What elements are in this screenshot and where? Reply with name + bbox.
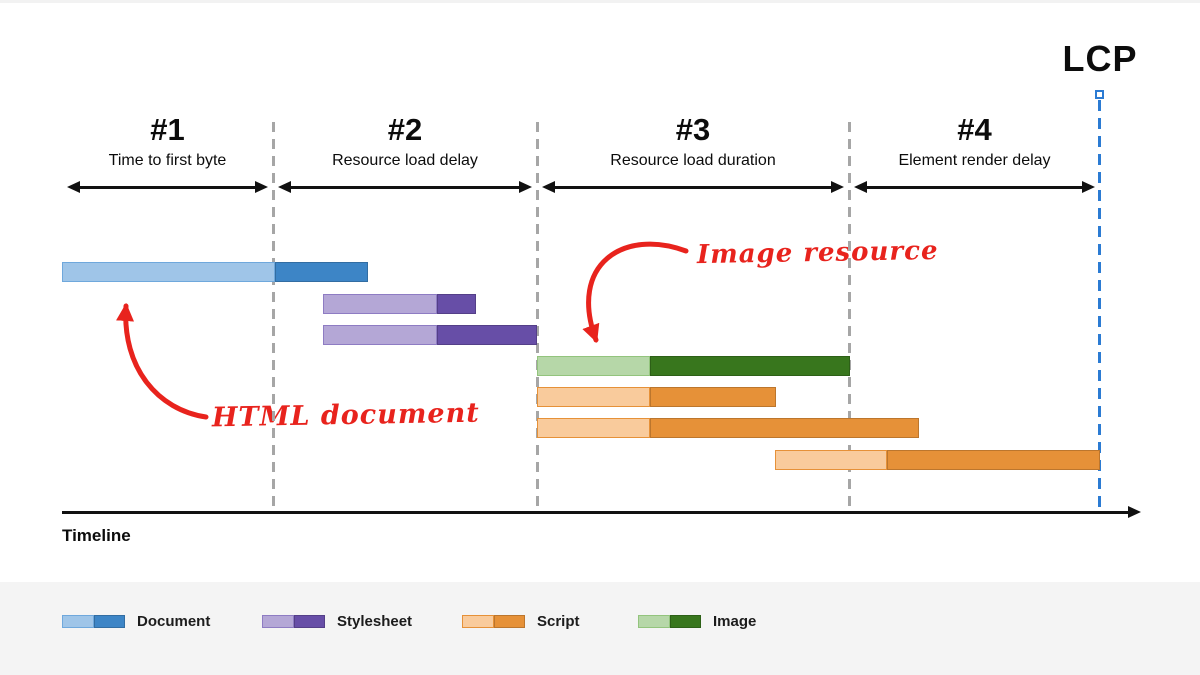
html-document-arrow: [116, 303, 209, 420]
stylesheet-bar: [323, 294, 476, 314]
image-resource-arrow: [582, 241, 689, 343]
phase-label: Time to first byte: [108, 152, 227, 169]
legend-item-label: Document: [137, 613, 211, 630]
phase-number: #4: [957, 112, 992, 147]
phase-divider: [272, 122, 275, 508]
legend-swatch: [462, 615, 525, 628]
legend-band: Document Stylesheet Script Image: [0, 582, 1200, 675]
legend-item-label: Image: [713, 613, 757, 630]
legend-item-script: Script: [462, 613, 580, 630]
phase-extent-arrow: [278, 181, 532, 193]
image-bar: [537, 356, 850, 376]
document-bar: [62, 262, 368, 282]
script-bar: [775, 450, 1100, 470]
phase-number: #2: [387, 112, 423, 147]
bar-dark-segment: [650, 418, 919, 438]
phase-label: Resource load delay: [332, 152, 478, 169]
legend-swatch: [62, 615, 125, 628]
bar-dark-segment: [437, 325, 537, 345]
bar-light-segment: [537, 387, 650, 407]
legend-item-label: Stylesheet: [337, 613, 413, 630]
html-document-annotation: HTML document: [211, 397, 480, 434]
bar-light-segment: [323, 294, 437, 314]
legend-swatch-light: [262, 615, 294, 628]
legend-swatch-dark: [294, 615, 325, 628]
timeline-axis: [62, 506, 1141, 518]
legend-swatch-light: [638, 615, 670, 628]
lcp-guideline: [1098, 100, 1101, 510]
bar-dark-segment: [275, 262, 368, 282]
bar-light-segment: [62, 262, 275, 282]
script-bar: [537, 418, 919, 438]
top-edge-strip: [0, 0, 1200, 3]
image-resource-annotation: Image resource: [696, 235, 939, 271]
bar-light-segment: [775, 450, 887, 470]
legend-item-image: Image: [638, 613, 756, 630]
phase-extent-arrow: [854, 181, 1095, 193]
legend-swatch-light: [462, 615, 494, 628]
phase-number: #1: [150, 112, 185, 147]
phase-arrow-shaft: [288, 185, 522, 189]
phase-label: Element render delay: [898, 152, 1051, 169]
lcp-marker-square: [1095, 90, 1104, 99]
legend-swatch: [262, 615, 325, 628]
phase-arrow-shaft: [864, 185, 1085, 189]
timeline-axis-label: Timeline: [62, 526, 131, 545]
script-bar: [537, 387, 776, 407]
bar-dark-segment: [650, 387, 776, 407]
bar-dark-segment: [887, 450, 1100, 470]
phase-divider: [848, 122, 851, 508]
bar-dark-segment: [650, 356, 850, 376]
bar-dark-segment: [437, 294, 476, 314]
phase-arrow-shaft: [552, 185, 834, 189]
bar-light-segment: [537, 418, 650, 438]
phase-extent-arrow: [542, 181, 844, 193]
phase-extent-arrow: [67, 181, 268, 193]
phase-label: Resource load duration: [610, 152, 776, 169]
legend-item-label: Script: [537, 613, 580, 630]
bar-light-segment: [537, 356, 650, 376]
legend-item-stylesheet: Stylesheet: [262, 613, 412, 630]
legend-swatch: [638, 615, 701, 628]
legend-swatch-dark: [94, 615, 125, 628]
lcp-label: LCP: [1062, 38, 1138, 79]
phase-divider: [536, 122, 539, 508]
legend-swatch-dark: [494, 615, 525, 628]
phase-number: #3: [675, 112, 711, 147]
legend-swatch-light: [62, 615, 94, 628]
phase-arrow-shaft: [77, 185, 258, 189]
legend-swatch-dark: [670, 615, 701, 628]
stylesheet-bar: [323, 325, 537, 345]
bar-light-segment: [323, 325, 437, 345]
legend-item-document: Document: [62, 613, 210, 630]
